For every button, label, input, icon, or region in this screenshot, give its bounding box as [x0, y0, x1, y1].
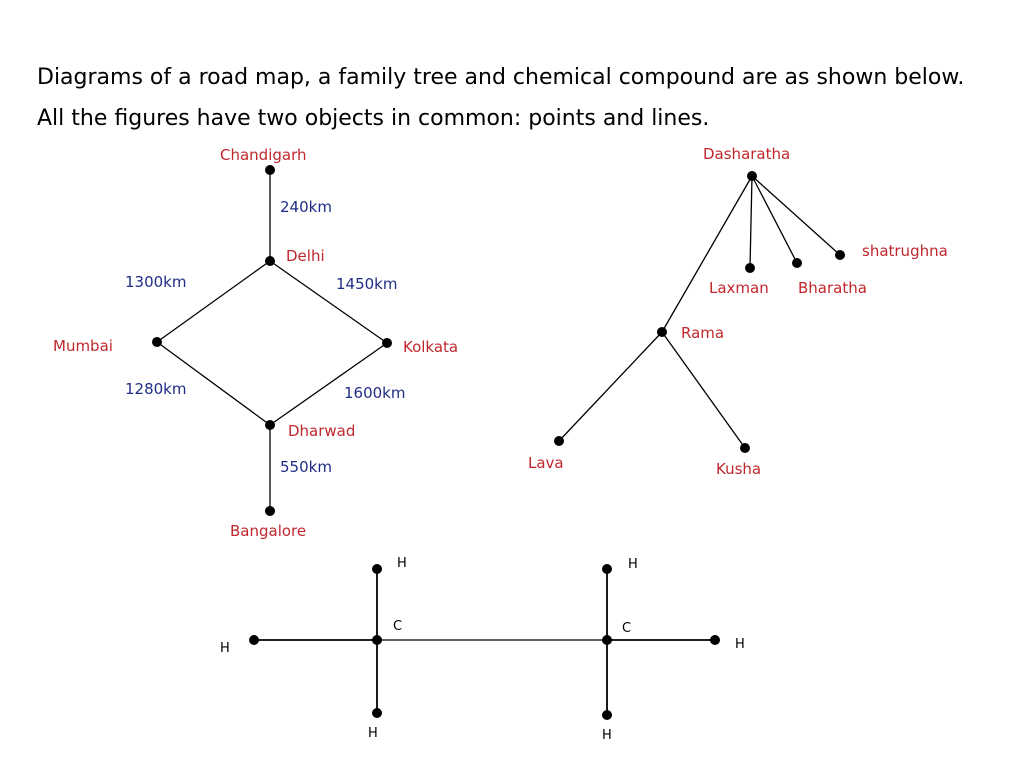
- family-tree-diagram: Dasharatha shatrughna Laxman Bharatha Ra…: [528, 145, 948, 478]
- node-bharatha: [792, 258, 802, 268]
- family-tree-edges: [558, 175, 841, 449]
- distance-label-kolkata-dharwad: 1600km: [344, 384, 405, 402]
- road-map-diagram: Chandigarh Delhi Mumbai Kolkata Dharwad …: [53, 146, 458, 540]
- atom-label-h-c2-bottom: H: [602, 728, 612, 743]
- atom-label-h-c2-top: H: [628, 557, 638, 572]
- edge-mumbai-dharwad: [156, 341, 271, 426]
- compound-atom-labels: C C H H H H H H: [220, 556, 745, 743]
- compound-diagram: C C H H H H H H: [220, 556, 745, 743]
- city-label-mumbai: Mumbai: [53, 337, 113, 355]
- node-lava: [554, 436, 564, 446]
- person-label-rama: Rama: [681, 324, 724, 342]
- edge-rama-kusha: [661, 331, 746, 449]
- road-map-city-labels: Chandigarh Delhi Mumbai Kolkata Dharwad …: [53, 146, 458, 540]
- edge-dasharatha-rama: [661, 175, 753, 333]
- node-rama: [657, 327, 667, 337]
- node-delhi: [265, 256, 275, 266]
- family-tree-labels: Dasharatha shatrughna Laxman Bharatha Ra…: [528, 145, 948, 478]
- distance-label-delhi-mumbai: 1300km: [125, 273, 186, 291]
- distance-label-chandigarh-delhi: 240km: [280, 198, 332, 216]
- road-map-nodes: [152, 165, 392, 516]
- node-dasharatha: [747, 171, 757, 181]
- person-label-shatrughna: shatrughna: [862, 242, 948, 260]
- atom-h-c1-top: [372, 564, 382, 574]
- person-label-dasharatha: Dasharatha: [703, 145, 790, 163]
- city-label-chandigarh: Chandigarh: [220, 146, 307, 164]
- city-label-bangalore: Bangalore: [230, 522, 306, 540]
- node-shatrughna: [835, 250, 845, 260]
- city-label-dharwad: Dharwad: [288, 422, 355, 440]
- person-label-bharatha: Bharatha: [798, 279, 867, 297]
- atom-h-c2-bottom: [602, 710, 612, 720]
- edge-rama-lava: [558, 331, 663, 442]
- edge-delhi-kolkata: [269, 260, 388, 344]
- atom-h-right: [710, 635, 720, 645]
- intro-text: Diagrams of a road map, a family tree an…: [37, 65, 965, 131]
- atom-label-c2: C: [622, 621, 631, 636]
- atom-h-c2-top: [602, 564, 612, 574]
- edge-dasharatha-shatrughna: [751, 175, 841, 256]
- node-bangalore: [265, 506, 275, 516]
- road-map-distance-labels: 240km 1300km 1450km 1280km 1600km 550km: [125, 198, 405, 476]
- node-kolkata: [382, 338, 392, 348]
- atom-c1: [372, 635, 382, 645]
- person-label-kusha: Kusha: [716, 460, 761, 478]
- node-laxman: [745, 263, 755, 273]
- atom-label-c1: C: [393, 619, 402, 634]
- distance-label-delhi-kolkata: 1450km: [336, 275, 397, 293]
- atom-h-c1-bottom: [372, 708, 382, 718]
- atom-label-h-c1-bottom: H: [368, 726, 378, 741]
- edge-dasharatha-laxman: [749, 175, 753, 269]
- city-label-kolkata: Kolkata: [403, 338, 458, 356]
- family-tree-nodes: [554, 171, 845, 453]
- distance-label-dharwad-bangalore: 550km: [280, 458, 332, 476]
- edge-kolkata-dharwad: [269, 342, 388, 426]
- edge-dasharatha-bharatha: [751, 175, 798, 264]
- atom-c2: [602, 635, 612, 645]
- atom-label-h-c1-top: H: [397, 556, 407, 571]
- atom-label-h-left: H: [220, 641, 230, 656]
- person-label-laxman: Laxman: [709, 279, 769, 297]
- person-label-lava: Lava: [528, 454, 564, 472]
- node-chandigarh: [265, 165, 275, 175]
- atom-h-left: [249, 635, 259, 645]
- edge-delhi-mumbai: [156, 260, 271, 343]
- road-map-edges: [156, 170, 388, 511]
- node-mumbai: [152, 337, 162, 347]
- atom-label-h-right: H: [735, 637, 745, 652]
- node-dharwad: [265, 420, 275, 430]
- compound-bonds: [254, 569, 715, 715]
- node-kusha: [740, 443, 750, 453]
- compound-atoms: [249, 564, 720, 720]
- city-label-delhi: Delhi: [286, 247, 325, 265]
- distance-label-mumbai-dharwad: 1280km: [125, 380, 186, 398]
